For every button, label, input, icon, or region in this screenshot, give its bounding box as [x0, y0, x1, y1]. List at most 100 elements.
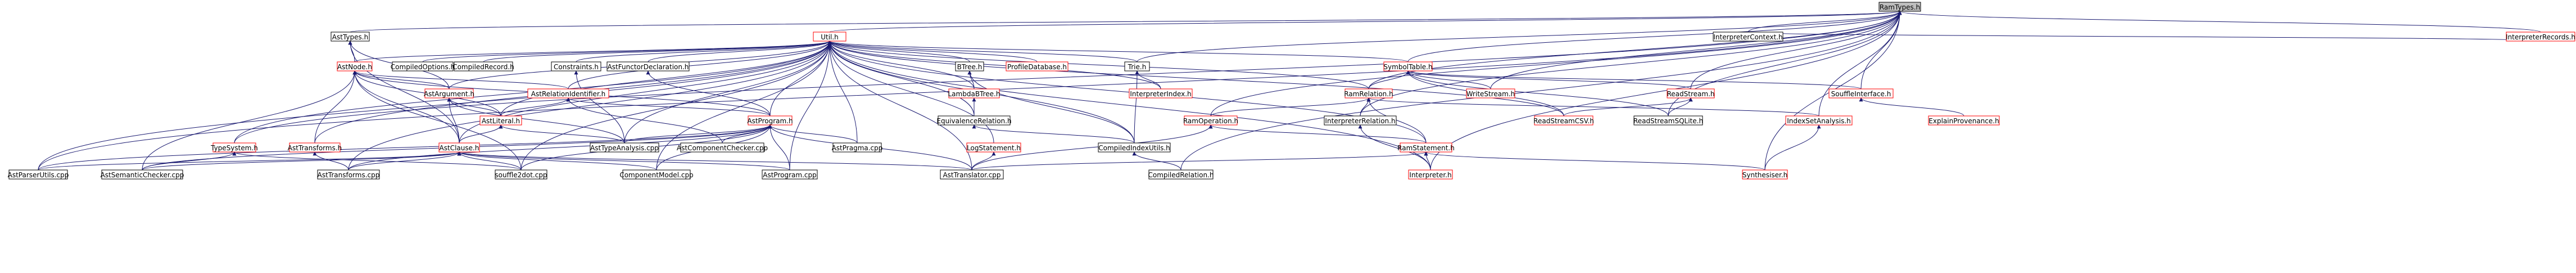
graph-node-equivrel[interactable]: EquivalenceRelation.h — [936, 115, 1012, 126]
edge-astliteral-to-astrelid — [500, 97, 571, 117]
node-label: IndexSetAnalysis.h — [1787, 117, 1851, 125]
edge-asttransformscpp-to-astclause — [348, 151, 461, 171]
node-label: AstPragma.cpp — [832, 144, 883, 152]
graph-node-astnode[interactable]: AstNode.h — [337, 61, 373, 71]
node-box — [8, 169, 68, 180]
node-label: InterpreterRecords.h — [2506, 33, 2575, 41]
node-label: ReadStreamSQLite.h — [1633, 117, 1703, 125]
graph-node-synthesiser[interactable]: Synthesiser.h — [1742, 169, 1788, 180]
edge-astliteral-to-util — [500, 41, 832, 117]
graph-node-interprecords[interactable]: InterpreterRecords.h — [2506, 32, 2575, 42]
graph-node-asttransforms[interactable]: AstTransforms.h — [288, 142, 342, 153]
graph-node-symboltable[interactable]: SymbolTable.h — [1383, 61, 1433, 71]
graph-node-trie[interactable]: Trie.h — [1124, 61, 1150, 71]
node-label: AstProgram.cpp — [763, 171, 816, 179]
graph-node-souffleif[interactable]: SouffleInterface.h — [1828, 88, 1894, 99]
edge-readstreamcsv-to-util — [827, 41, 1564, 117]
edge-lambdabtree-to-util — [827, 41, 975, 89]
graph-node-interpctx[interactable]: InterpreterContext.h — [1713, 32, 1783, 42]
edge-astfunctor-to-util — [648, 41, 832, 62]
node-label: EquivalenceRelation.h — [936, 117, 1011, 125]
graph-node-astsemchecker[interactable]: AstSemanticChecker.cpp — [101, 169, 184, 180]
edge-astprogramcpp-to-astclause — [457, 151, 790, 171]
edge-astrelid-to-util — [568, 41, 832, 89]
graph-node-profiledb[interactable]: ProfileDatabase.h — [1006, 61, 1069, 71]
graph-node-interprelation[interactable]: InterpreterRelation.h — [1324, 115, 1397, 126]
node-label: ReadStream.h — [1667, 90, 1715, 98]
graph-node-interpreter[interactable]: Interpreter.h — [1408, 169, 1453, 180]
node-label: TypeSystem.h — [210, 144, 258, 152]
node-box — [1742, 169, 1788, 180]
graph-node-astrelid[interactable]: AstRelationIdentifier.h — [527, 88, 609, 99]
edge-astsemchecker-to-astclause — [142, 151, 461, 171]
graph-node-ramrelation[interactable]: RamRelation.h — [1344, 88, 1393, 99]
graph-node-componentmodel[interactable]: ComponentModel.cpp — [619, 169, 694, 180]
node-label: AstTypeAnalysis.cpp — [590, 144, 659, 152]
graph-node-readstreamsqlite[interactable]: ReadStreamSQLite.h — [1633, 115, 1703, 126]
graph-node-ramoperation[interactable]: RamOperation.h — [1183, 115, 1238, 126]
edge-astclause-to-util — [459, 41, 832, 144]
edge-astclause-to-astnode — [352, 70, 460, 144]
node-box — [606, 61, 690, 71]
graph-node-astcompchecker[interactable]: AstComponentChecker.cpp — [677, 142, 768, 153]
graph-node-astpragma[interactable]: AstPragma.cpp — [832, 142, 883, 153]
graph-node-readstreamcsv[interactable]: ReadStreamCSV.h — [1533, 115, 1594, 126]
edge-synthesiser-to-ramstatement — [1424, 151, 1765, 171]
edge-readstream-to-ramtypes — [1690, 11, 1902, 89]
graph-node-compiledindexutils[interactable]: CompiledIndexUtils.h — [1098, 142, 1171, 153]
edge-astsemchecker-to-typesystem — [142, 151, 237, 171]
graph-node-lambdabtree[interactable]: LambdaBTree.h — [948, 88, 1000, 99]
graph-node-readstream[interactable]: ReadStream.h — [1667, 88, 1715, 99]
graph-node-asttypes[interactable]: AstTypes.h — [331, 32, 370, 42]
graph-node-writestream[interactable]: WriteStream.h — [1466, 88, 1515, 99]
graph-node-explainprov[interactable]: ExplainProvenance.h — [1928, 115, 2000, 126]
edge-asttypeanalysis-to-astprogram — [624, 124, 772, 144]
graph-node-asttypeanalysis[interactable]: AstTypeAnalysis.cpp — [590, 142, 659, 153]
edge-astprogram-to-astfunctor — [646, 70, 771, 117]
edge-compiledindexutils-to-equivrel — [972, 124, 1135, 144]
node-box — [590, 142, 659, 153]
graph-node-astliteral[interactable]: AstLiteral.h — [479, 115, 522, 126]
edge-interpindex-to-util — [827, 41, 1161, 89]
edge-equivrel-to-util — [827, 41, 975, 117]
graph-node-util[interactable]: Util.h — [813, 32, 846, 42]
node-box — [2506, 32, 2575, 42]
node-label: AstSemanticChecker.cpp — [101, 171, 184, 179]
edge-interpctx-to-ramtypes — [1747, 11, 1902, 33]
graph-node-compiledrelation[interactable]: CompiledRelation.h — [1148, 169, 1214, 180]
graph-node-asttranslator[interactable]: AstTranslator.cpp — [940, 169, 1004, 180]
graph-node-indexset[interactable]: IndexSetAnalysis.h — [1785, 115, 1853, 126]
edge-asttransformscpp-to-asttransforms — [313, 151, 349, 171]
edge-ramstatement-to-ramrelation — [1366, 97, 1427, 144]
graph-node-astprogramcpp[interactable]: AstProgram.cpp — [762, 169, 818, 180]
edge-interprelation-to-ramtypes — [1360, 11, 1902, 117]
edge-ramstatement-to-ramoperation — [1208, 124, 1427, 144]
graph-node-astargument[interactable]: AstArgument.h — [424, 88, 474, 99]
graph-node-asttransformscpp[interactable]: AstTransforms.cpp — [317, 169, 380, 180]
edge-readstreamsqlite-to-readstream — [1668, 97, 1693, 117]
node-label: CompiledOptions.h — [391, 63, 455, 71]
graph-node-bitree[interactable]: BTree.h — [955, 61, 984, 71]
graph-node-typesystem[interactable]: TypeSystem.h — [210, 142, 258, 153]
node-label: LambdaBTree.h — [948, 90, 1000, 98]
graph-node-logstatement[interactable]: LogStatement.h — [966, 142, 1021, 153]
graph-node-interpindex[interactable]: InterpreterIndex.h — [1129, 88, 1193, 99]
graph-node-astfunctor[interactable]: AstFunctorDeclaration.h — [606, 61, 690, 71]
graph-node-astparserutils[interactable]: AstParserUtils.cpp — [8, 169, 69, 180]
graph-node-astclause[interactable]: AstClause.h — [438, 142, 480, 153]
graph-node-compiledoptions[interactable]: CompiledOptions.h — [391, 61, 455, 71]
graph-node-souffle2dot[interactable]: souffle2dot.cpp — [495, 169, 547, 180]
graph-node-ramstatement[interactable]: RamStatement.h — [1397, 142, 1455, 153]
node-box — [212, 142, 256, 153]
node-label: AstArgument.h — [424, 90, 474, 98]
graph-node-constraints[interactable]: Constraints.h — [551, 61, 601, 71]
node-label: ComponentModel.cpp — [619, 171, 693, 179]
node-box — [1534, 115, 1593, 126]
node-label: AstTranslator.cpp — [943, 171, 1000, 179]
edge-readstreamcsv-to-readstream — [1563, 97, 1693, 117]
graph-node-astprogram[interactable]: AstProgram.h — [747, 115, 793, 126]
node-box — [495, 169, 547, 180]
graph-node-compiledrecord[interactable]: CompiledRecord.h — [452, 61, 514, 71]
edge-writestream-to-ramtypes — [1490, 11, 1902, 89]
